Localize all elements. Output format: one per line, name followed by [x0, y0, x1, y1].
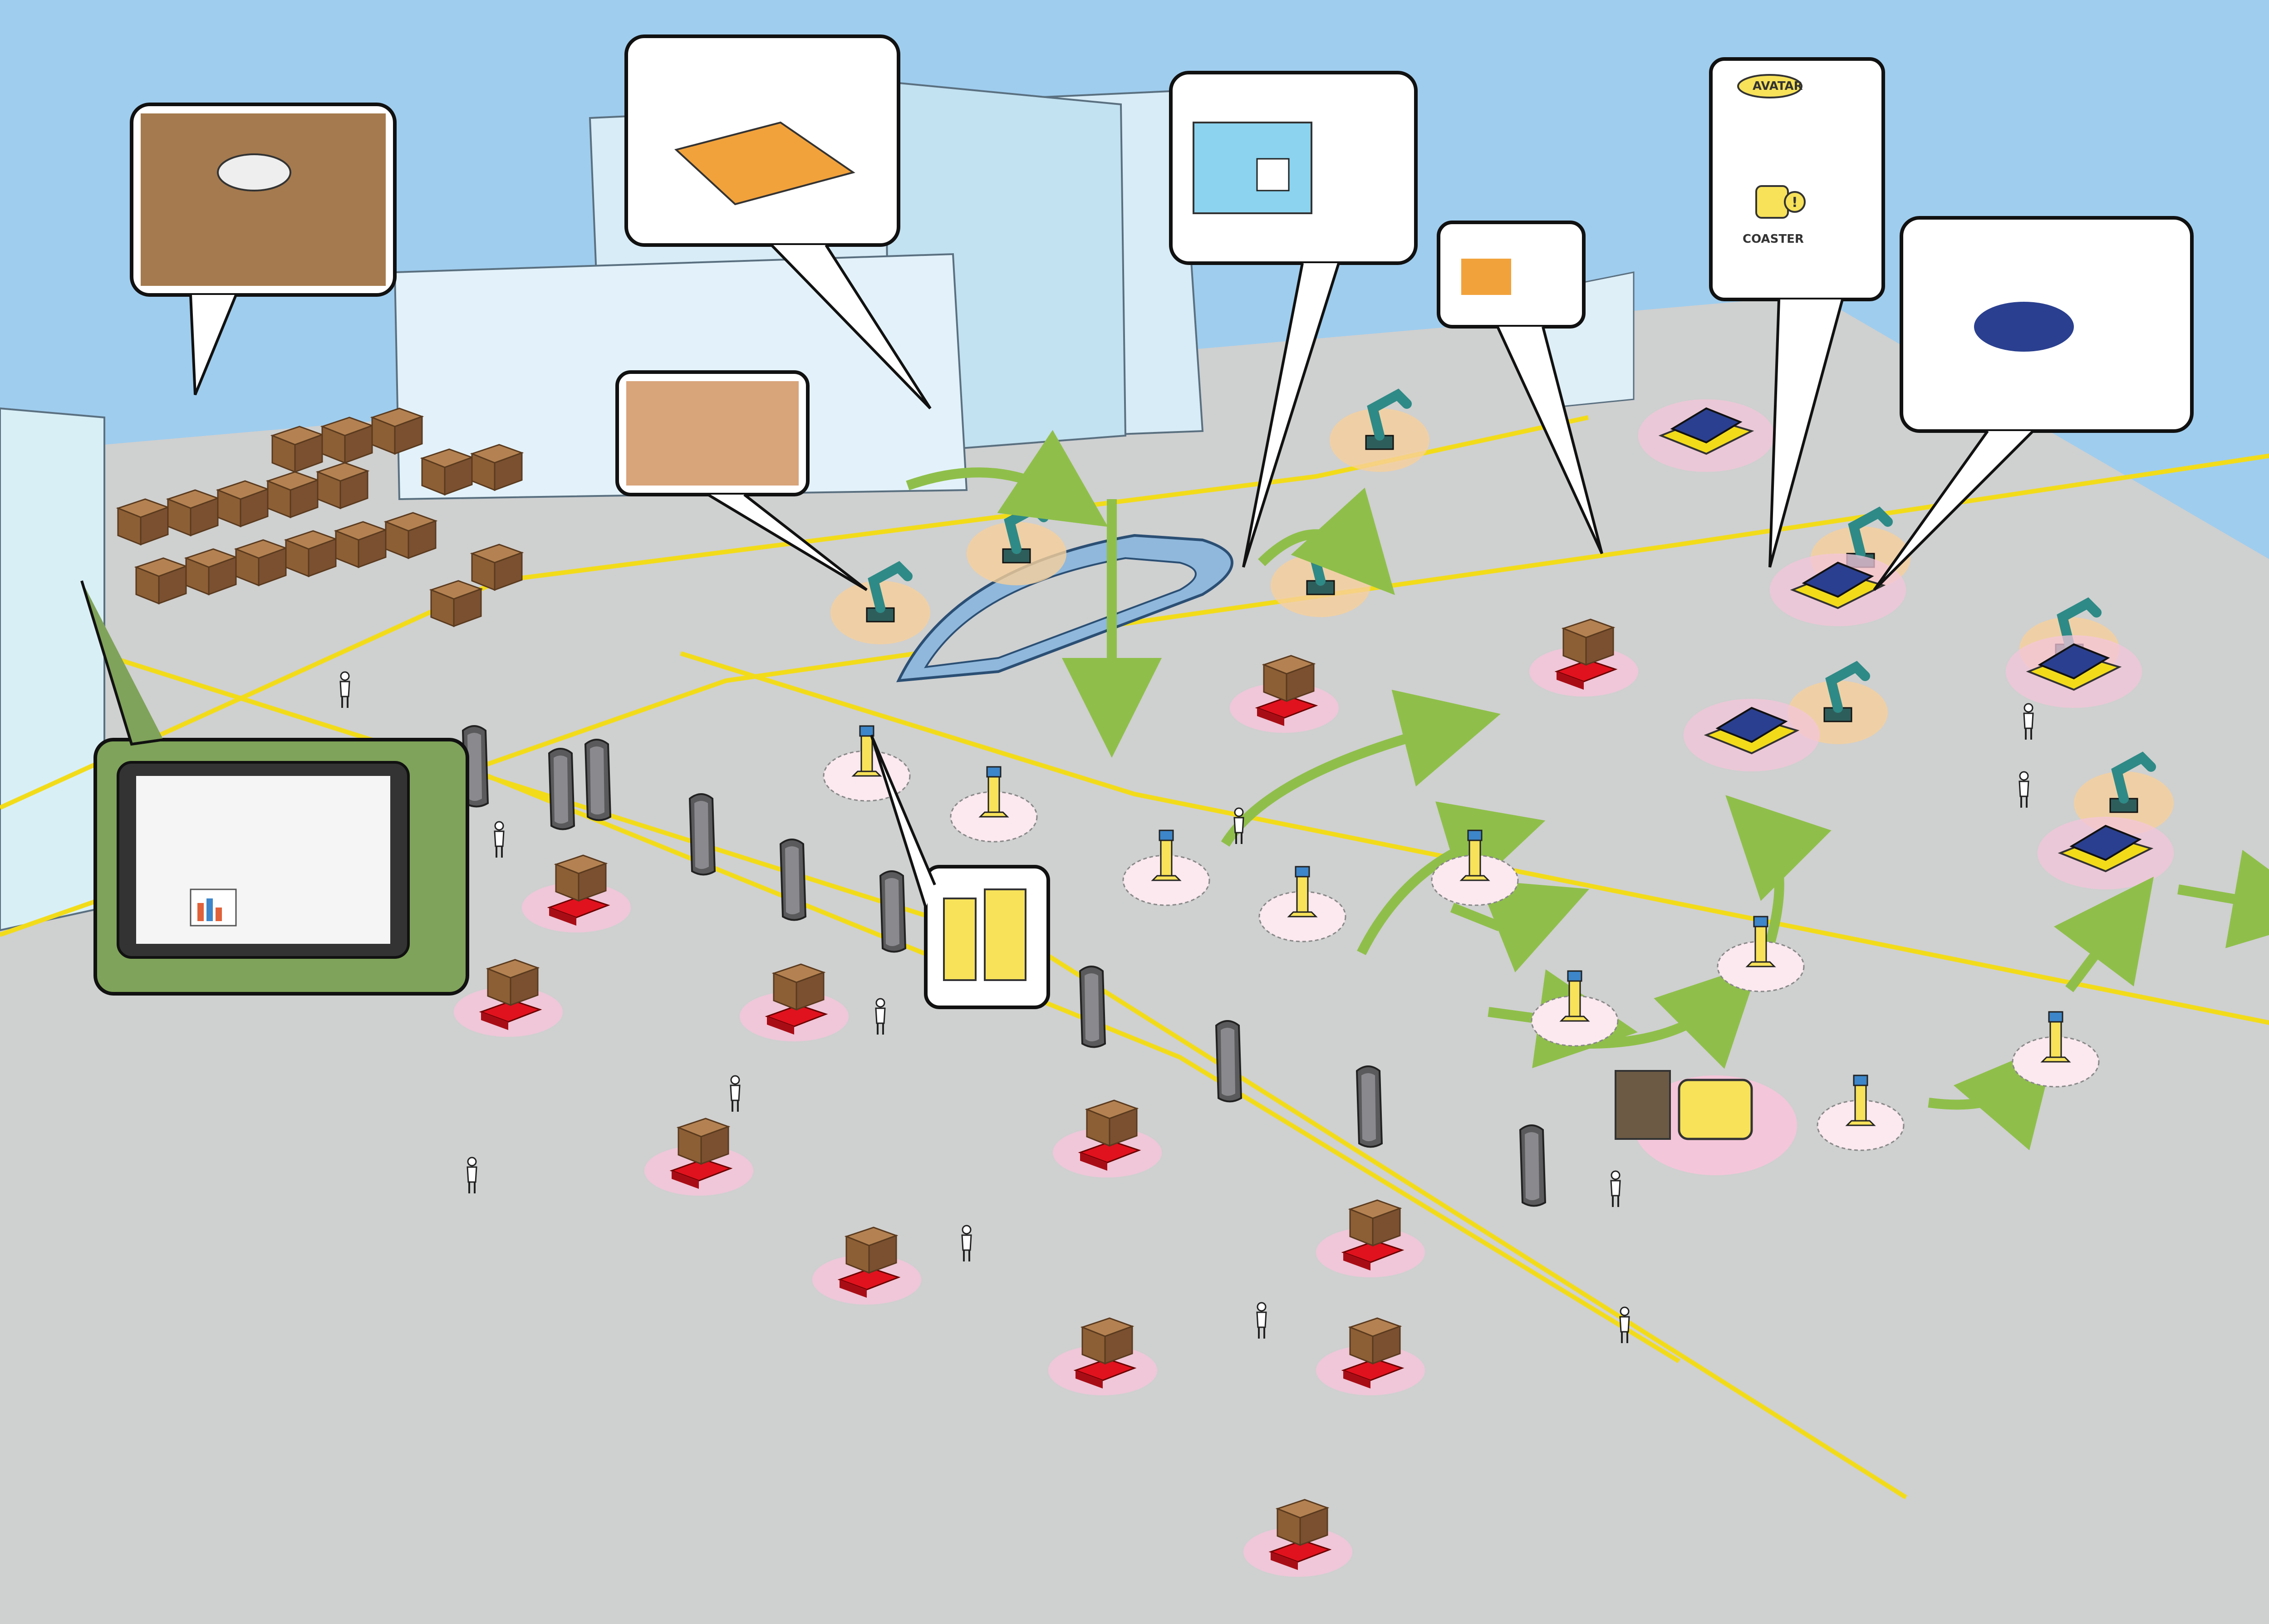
callout-qr-scan [1169, 71, 1418, 568]
coaster-label: COASTER [1743, 232, 1804, 246]
forklift [1615, 1070, 1797, 1175]
callout-gantry [624, 34, 932, 410]
avatar-label: AVATAR [1753, 79, 1803, 93]
alert-symbol: ! [1792, 195, 1798, 211]
callout-control-room [615, 370, 868, 591]
callout-car-assembly [1873, 216, 2194, 591]
conveyor-loop [896, 534, 1233, 682]
callout-pallet-drone [130, 103, 397, 396]
callout-tablet [80, 580, 469, 996]
factory-floor [0, 295, 2269, 1624]
callout-avatar-coaster: AVATAR ! COASTER [1709, 57, 1885, 568]
callout-assembly-worker [1437, 221, 1603, 554]
callout-post-detail [870, 734, 1050, 1009]
